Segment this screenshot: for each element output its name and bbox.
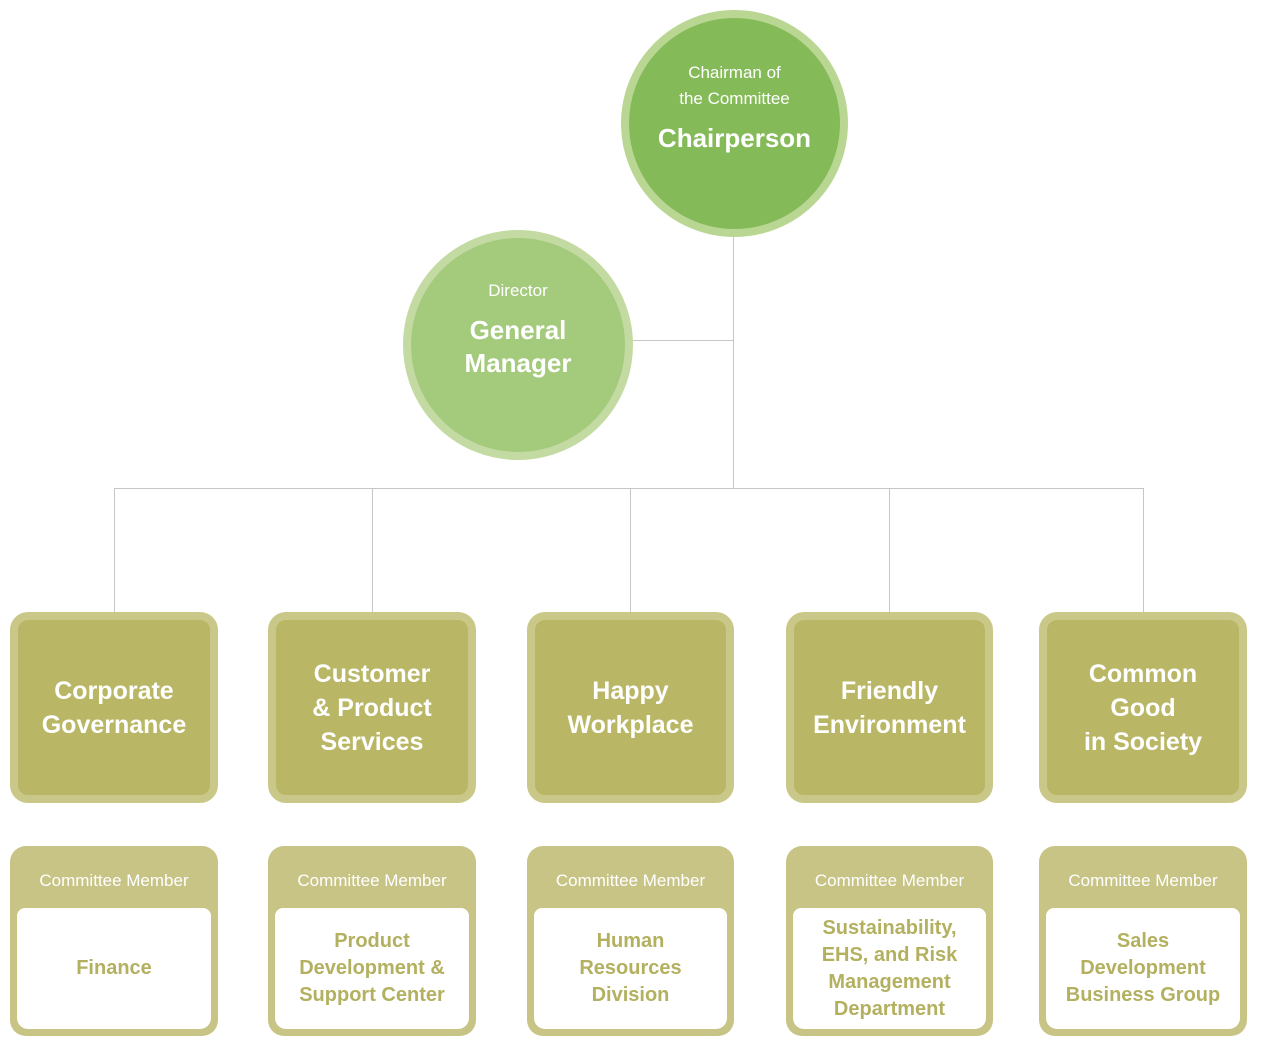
member-card-body: Finance: [17, 908, 211, 1029]
member-card-header: Committee Member: [555, 871, 706, 890]
connector-root-trunk: [733, 235, 734, 488]
member-card-body: Human Resources Division: [534, 908, 727, 1029]
root-node-title: Chairperson: [657, 123, 812, 153]
connector-drop-1: [114, 488, 115, 613]
committee-box-happy-workplace: Happy Workplace: [527, 612, 734, 803]
member-card-body: Sustainability, EHS, and Risk Management…: [793, 908, 986, 1029]
member-card-header: Committee Member: [814, 871, 965, 890]
committee-box-title: Customer & Product Services: [312, 659, 432, 756]
connector-rail: [114, 488, 1143, 489]
committee-box-title: Corporate Governance: [41, 676, 187, 739]
root-node-chairperson: Chairman of the Committee Chairperson: [621, 10, 848, 237]
member-card-body: Product Development & Support Center: [275, 908, 469, 1029]
member-card-header: Committee Member: [1068, 871, 1218, 890]
assistant-node-general-manager: Director General Manager: [403, 230, 633, 460]
assistant-node-subtitle: Director: [488, 281, 548, 300]
committee-box-corporate-governance: Corporate Governance: [10, 612, 218, 803]
member-card-product-development-support-center: Committee Member Product Development & S…: [268, 846, 476, 1036]
connector-drop-2: [372, 488, 373, 613]
connector-drop-4: [889, 488, 890, 613]
committee-box-friendly-environment: Friendly Environment: [786, 612, 993, 803]
member-card-sustainability-ehs-risk-management: Committee Member Sustainability, EHS, an…: [786, 846, 993, 1036]
member-card-finance: Committee Member Finance: [10, 846, 218, 1036]
member-card-sales-development-business-group: Committee Member Sales Development Busin…: [1039, 846, 1247, 1036]
committee-box-common-good-in-society: Common Good in Society: [1039, 612, 1247, 803]
member-card-human-resources-division: Committee Member Human Resources Divisio…: [527, 846, 734, 1036]
member-card-body: Sales Development Business Group: [1046, 908, 1240, 1029]
connector-drop-5: [1143, 488, 1144, 613]
root-node-subtitle: Chairman of the Committee: [679, 63, 790, 108]
committee-box-title: Happy Workplace: [567, 676, 694, 739]
member-card-header: Committee Member: [39, 871, 189, 890]
committee-box-title: Common Good in Society: [1083, 659, 1203, 756]
committee-box-customer-product-services: Customer & Product Services: [268, 612, 476, 803]
connector-assistant-elbow: [630, 340, 734, 341]
assistant-node-title: General Manager: [464, 315, 572, 378]
committee-box-title: Friendly Environment: [813, 676, 966, 739]
connector-drop-3: [630, 488, 631, 613]
member-card-header: Committee Member: [297, 871, 447, 890]
